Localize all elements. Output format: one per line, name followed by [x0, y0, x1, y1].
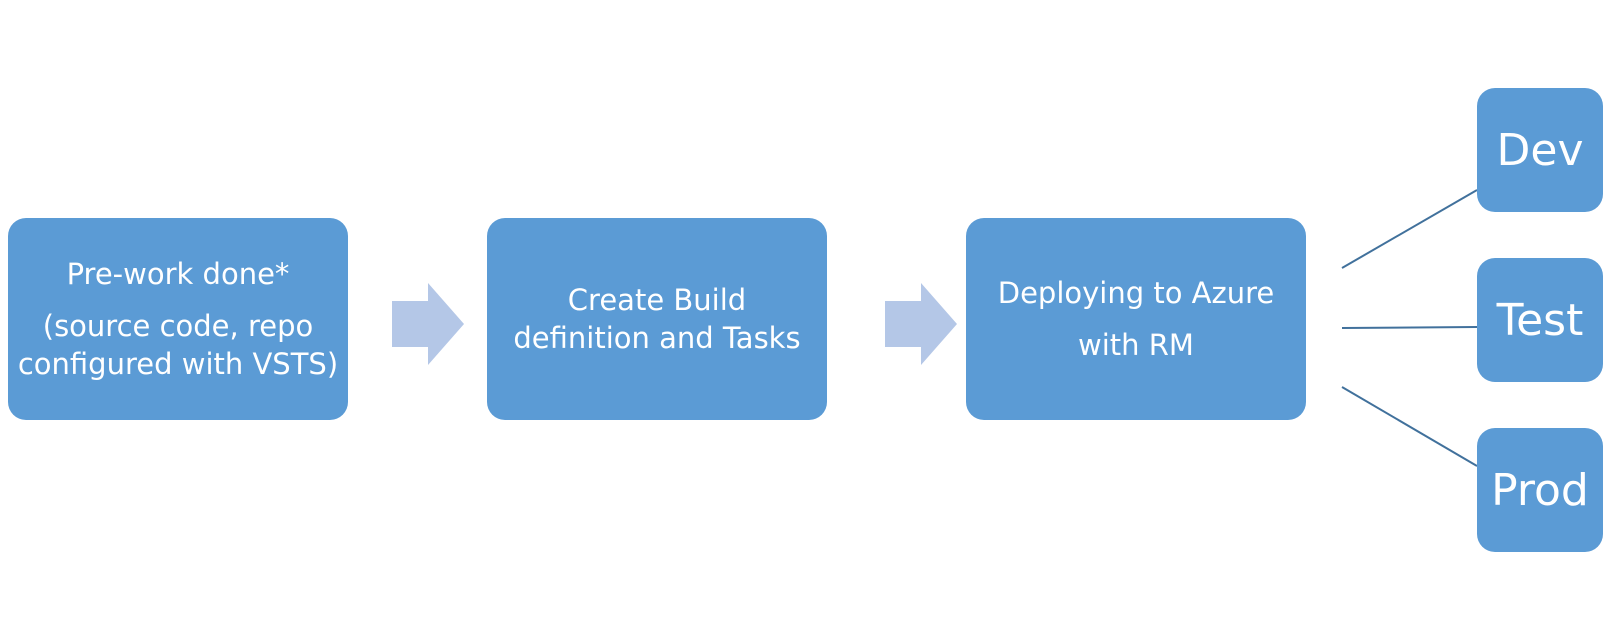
arrow-right-icon [392, 283, 464, 365]
env-test-label: Test [1496, 294, 1584, 346]
env-dev-box: Dev [1477, 88, 1603, 212]
build-step-box: Create Build definition and Tasks [487, 218, 827, 420]
build-line1: Create Build [567, 283, 747, 317]
connector-dev [1341, 189, 1478, 269]
prework-detail-line2: configured with VSTS) [17, 347, 339, 381]
arrow-right-icon [885, 283, 957, 365]
env-prod-label: Prod [1491, 464, 1589, 516]
deploy-step-box: Deploying to Azure with RM [966, 218, 1306, 420]
connector-test [1341, 326, 1478, 329]
deploy-line1: Deploying to Azure [997, 276, 1275, 310]
prework-step-box: Pre-work done* (source code, repo config… [8, 218, 348, 420]
prework-detail-line1: (source code, repo [42, 309, 314, 343]
prework-title: Pre-work done* [66, 257, 290, 291]
connector-prod [1341, 386, 1478, 467]
env-test-box: Test [1477, 258, 1603, 382]
env-prod-box: Prod [1477, 428, 1603, 552]
env-dev-label: Dev [1496, 124, 1584, 176]
deploy-line2: with RM [1078, 328, 1194, 362]
build-line2: definition and Tasks [513, 321, 801, 355]
